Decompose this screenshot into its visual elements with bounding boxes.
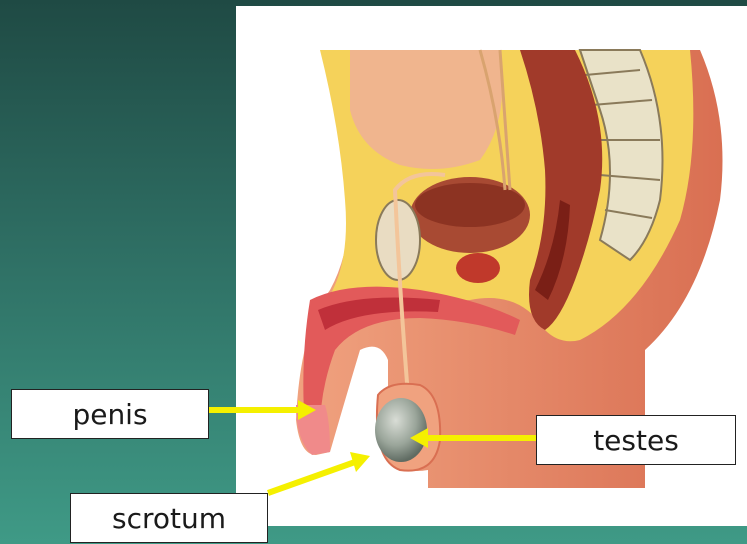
arrow-penis (209, 400, 316, 420)
label-scrotum: scrotum (70, 493, 268, 543)
prostate (456, 253, 500, 283)
label-scrotum-text: scrotum (112, 502, 226, 535)
label-penis: penis (11, 389, 209, 439)
label-penis-text: penis (72, 398, 147, 431)
testis (375, 398, 427, 462)
arrow-scrotum (268, 452, 370, 493)
label-testes-text: testes (593, 424, 679, 457)
label-testes: testes (536, 415, 736, 465)
